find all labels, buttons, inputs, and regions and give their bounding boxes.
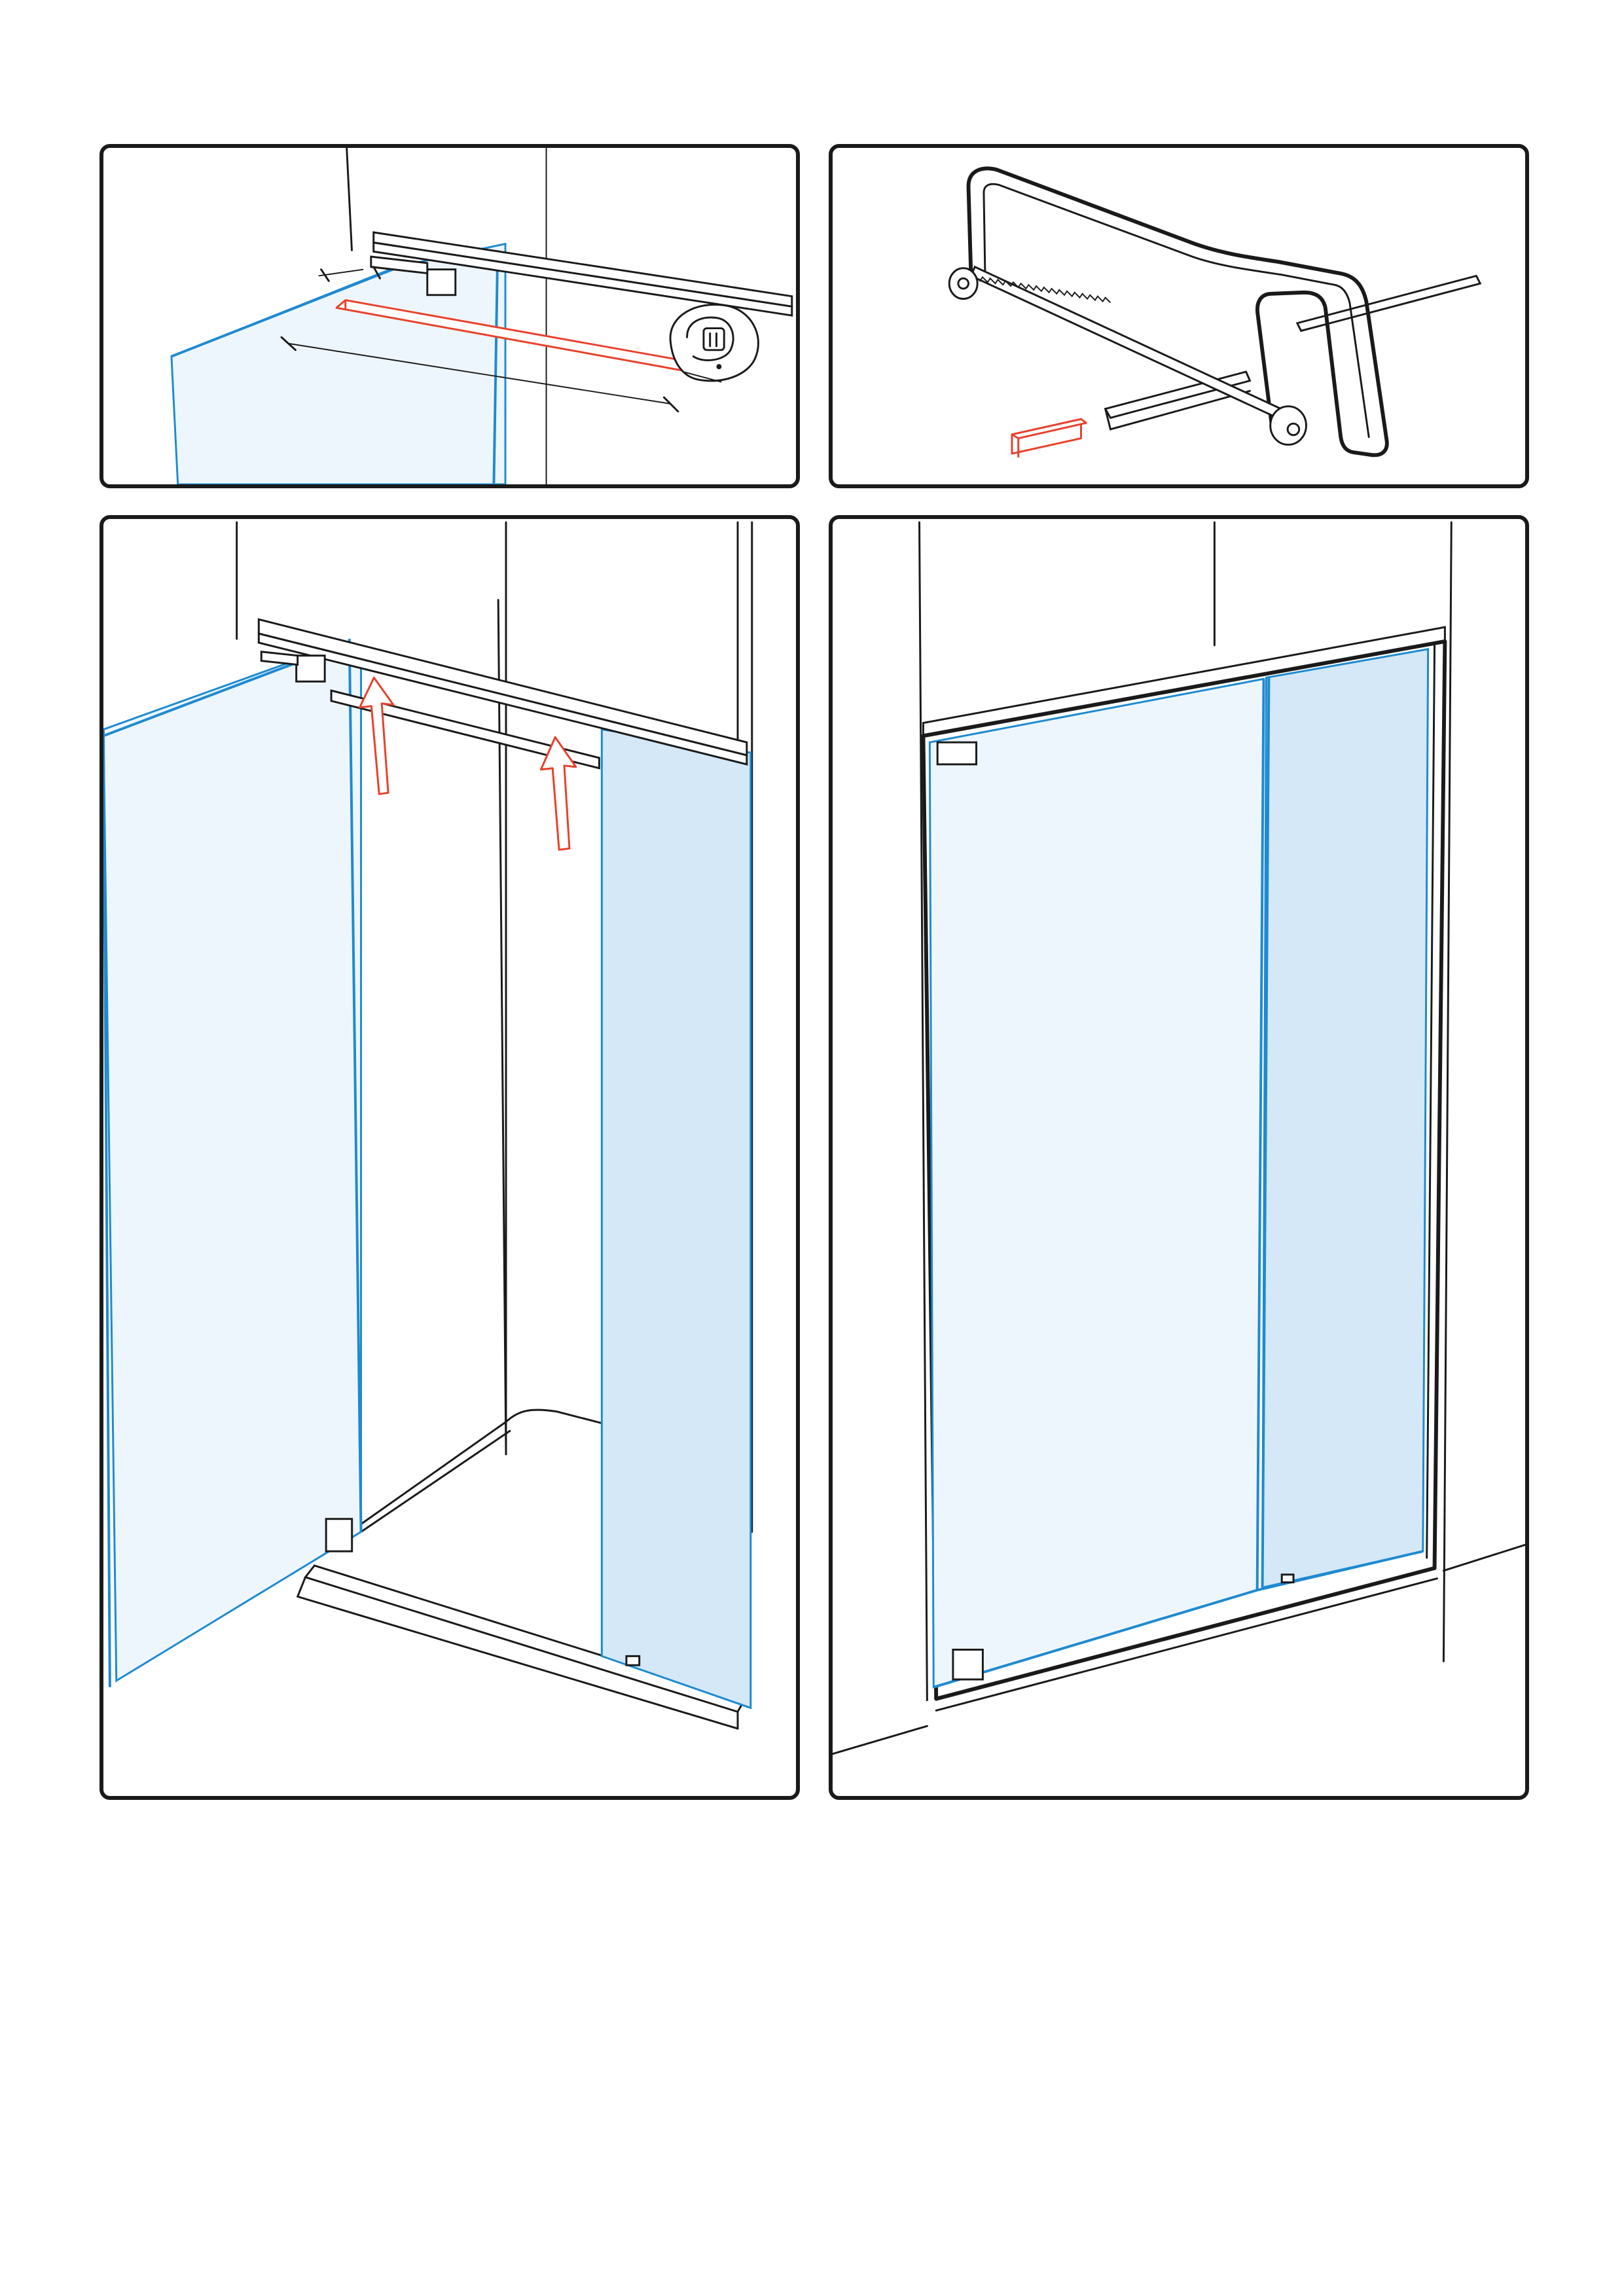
bracket-arm xyxy=(370,255,429,275)
door-bottom-edge xyxy=(933,1588,1258,1689)
saw-blade xyxy=(969,265,1293,425)
step-2-cut-panel xyxy=(829,144,1529,488)
cut-rail-piece xyxy=(1011,418,1087,457)
inner-track-rail xyxy=(330,689,600,770)
top-rail-bottom xyxy=(372,241,793,317)
offset-tick-right xyxy=(372,266,381,279)
step-3-mount-panel xyxy=(99,515,800,1800)
arrow-up-icon xyxy=(359,676,395,795)
complete-illustration xyxy=(833,521,1525,1755)
wall-bracket xyxy=(426,268,457,296)
door-top-edge xyxy=(103,659,302,738)
measurement-tick-right xyxy=(662,396,679,413)
offset-tick-left xyxy=(320,268,330,282)
door-bottom-guide xyxy=(952,1648,984,1681)
measurement-line xyxy=(289,343,671,404)
floor-line-left xyxy=(833,1725,928,1755)
threshold-rail xyxy=(935,1567,1436,1700)
wall-left-line xyxy=(918,521,928,1702)
arrow-up-icon xyxy=(539,736,577,851)
sliding-glass-door xyxy=(928,677,1265,1689)
measure-illustration xyxy=(170,148,793,484)
floor-guide xyxy=(1280,1573,1295,1584)
door-side-edge xyxy=(348,638,363,1532)
floor-guide xyxy=(625,1655,641,1666)
glass-side-edge xyxy=(492,250,499,484)
measurement-tick-left xyxy=(280,336,297,351)
rail-stock xyxy=(1295,274,1482,332)
fixed-glass-panel xyxy=(1261,648,1430,1589)
mount-illustration xyxy=(103,521,753,1730)
step-1-measure-panel xyxy=(99,144,800,488)
door-side-edge xyxy=(1255,679,1265,1590)
tape-measure-icon xyxy=(669,304,759,383)
glass-top-edge xyxy=(171,265,400,358)
rail-bracket xyxy=(936,741,977,766)
wall-corner-line xyxy=(346,148,353,251)
step-4-complete-panel xyxy=(829,515,1529,1800)
top-rail-lower xyxy=(257,632,748,766)
hacksaw-icon xyxy=(948,166,1389,457)
tray-back-edge xyxy=(503,1408,603,1424)
sliding-glass-door xyxy=(103,653,363,1683)
fixed-glass-panel xyxy=(600,728,752,1710)
floor-line-right xyxy=(1442,1543,1525,1572)
rail-bracket xyxy=(295,655,326,683)
cut-illustration xyxy=(948,166,1482,457)
door-bottom-guide xyxy=(325,1518,353,1552)
wall-right-line xyxy=(1442,521,1453,1662)
